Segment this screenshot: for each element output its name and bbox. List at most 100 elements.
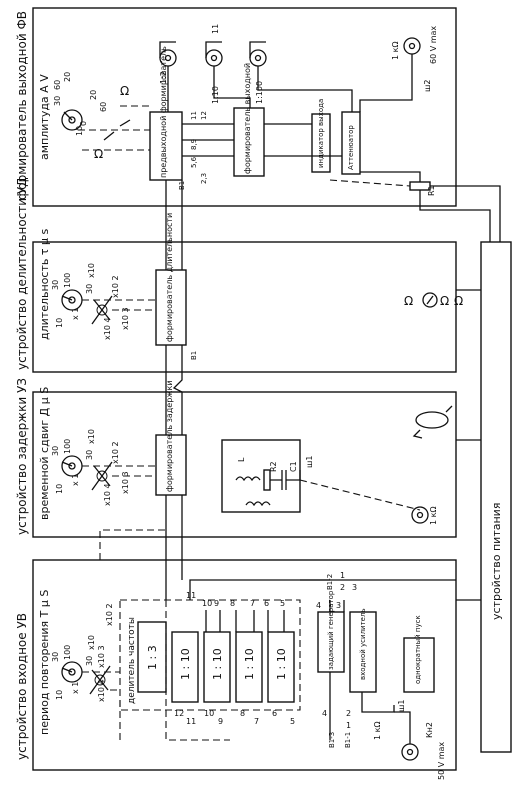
knob-title-period: период повторения T μ S [38,590,51,735]
divider-stage-4 [235,631,263,703]
div-bot-6: 6 [272,709,277,718]
block-delay-former-label: формирователь задержки [165,380,174,492]
block-master-generator [317,611,345,673]
knob-title-shift: временной сдвиг Д μ S [38,387,51,520]
shift-scale-100: 100 [63,439,72,454]
num-12: 12 [200,111,208,120]
div-bot-5: 5 [290,717,295,726]
dur-mult-x102: x10 2 [111,275,120,298]
dur-mult-x10: x10 [87,263,96,278]
shift-mult-x10: x10 [87,429,96,444]
one-k-in: 1 кΩ [373,721,382,740]
period-multiplier-switch[interactable] [89,665,111,695]
dur-mult-x104: x10 4 [103,317,112,340]
block-input-amplifier [349,611,377,693]
block-indicator-label: индикатор выхода [317,99,325,168]
resistor-r2 [263,469,271,491]
bus-delay-to-input [165,495,183,600]
panel-duration-device [32,241,457,373]
period-mech-link [82,671,120,691]
period-mult-x10: x10 [87,635,96,650]
num-8-9: 8,9 [190,139,198,150]
connector-shields [159,41,266,58]
title-input-device: устройство входное УВ [15,613,29,760]
amp-switch[interactable] [103,119,131,141]
divider-stage-1-3 [137,621,167,693]
div-top-7: 7 [250,599,255,608]
div-bot-9: 9 [218,717,223,726]
block-delay-former [155,434,187,496]
shift-scale-30: 30 [51,446,60,456]
block-pre-former-label: предвыходной формирователь [159,46,168,178]
label-kn2: Кн2 [425,722,434,738]
power-feed-wires [456,289,481,601]
amp-mech-link [78,105,150,151]
gen-bot-wires [329,672,395,740]
amp-scale-20b: 20 [89,90,98,100]
label-c1: C1 [289,461,298,472]
block-output-former-label: формирователь выходной [243,63,252,174]
gen-num-1: 1 [346,721,351,730]
dur-scale-30b: 30 [85,284,94,294]
period-scale-10: 10 [55,690,64,700]
div-bot-11: 11 [186,717,196,726]
div-bot-8: 8 [240,709,245,718]
knob-title-duration: длительность τ μ s [38,229,51,340]
one-k-out: 1 кΩ [391,41,400,60]
period-scale-100: 100 [63,645,72,660]
input-wire [394,711,411,744]
label-b1-2: В1-2 [326,574,334,590]
shift-multiplier-switch[interactable] [91,461,113,491]
dur-mult-x103: x10 3 [121,307,130,330]
gen-num-3: 3 [336,601,341,610]
gen-num-4: 4 [316,601,321,610]
block-output-indicator [311,113,331,173]
shift-mech-link [82,465,156,477]
inductor-l-1 [235,476,261,482]
divider-stage-3 [203,631,231,703]
fifty-v-max: 50 V max [437,742,446,780]
label-sh1-delay: ш1 [305,456,314,468]
num-2-3: 2,3 [200,173,208,184]
div-top-8: 8 [230,599,235,608]
title-power-supply: устройство питания [490,503,503,620]
div-top-5: 5 [280,599,285,608]
title-delay-device: устройство задержки УЗ [15,378,29,535]
div-bot-10: 10 [204,709,214,718]
block-pre-former [149,111,183,181]
divider-4-label: 1 : 10 [243,648,256,680]
amp-scale-30: 30 [53,96,62,106]
amp-scale-0: 0 [79,121,88,126]
shift-mult-x103: x10 3 [121,471,130,494]
period-scale-30: 30 [51,652,60,662]
divider-stage-5 [267,631,295,703]
ratio-1-100: 1:100 [255,81,264,104]
amp-scale-10: 10 [75,126,84,136]
conn-num-11: 11 [211,24,220,34]
phase-toggle-icon[interactable] [412,405,453,439]
dur-mult-x1: x 1 [71,308,80,320]
duration-multiplier-switch[interactable] [91,295,113,325]
amp-scale-60: 60 [53,80,62,90]
delay-output-socket[interactable] [411,506,429,524]
one-k-delay: 1 кΩ [429,506,438,525]
dur-scale-10: 10 [55,318,64,328]
shift-mult-x102: x10 2 [111,441,120,464]
divider-2-label: 1 : 10 [179,648,192,680]
divider-5-label: 1 : 10 [275,648,288,680]
shift-mult-x1: x 1 [71,474,80,486]
block-duration-former [155,269,187,346]
bus-top-to-duration [165,180,183,270]
label-r2: R2 [269,461,278,472]
amplitude-knob[interactable] [61,109,83,131]
period-dash-link [119,600,230,741]
omega-sym-2: Ω [120,84,129,98]
shift-scale-10: 10 [55,484,64,494]
sh2-wire [359,54,413,112]
div-bot-7: 7 [254,717,259,726]
label-r1: R1 [427,185,436,196]
block-single-start[interactable] [403,637,435,693]
sixty-v-max: 60 V max [429,26,438,64]
